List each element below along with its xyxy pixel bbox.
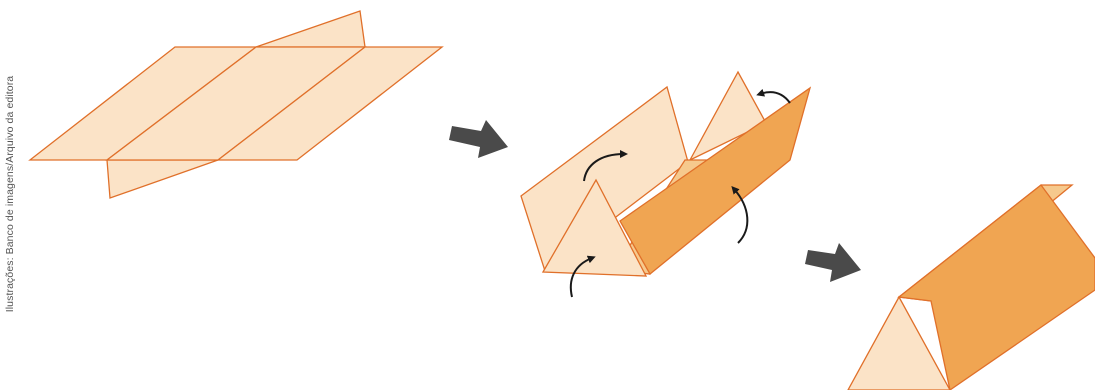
folding-net: [520, 70, 812, 298]
net-triangle-bottom: [106, 159, 219, 199]
prism-side-face: [897, 184, 1095, 390]
net-triangle-top: [255, 10, 366, 48]
net-face-3: [216, 46, 444, 161]
step-arrow-2: [805, 243, 861, 282]
curved-arrow-right: [731, 186, 749, 244]
curved-arrow-top-right: [756, 88, 791, 104]
triangular-prism: [847, 184, 1095, 390]
prism-front-triangle: [847, 295, 951, 390]
curved-arrow-lower-left: [569, 255, 596, 298]
fold-triangle-front: [541, 178, 648, 277]
fold-triangle-back: [688, 70, 767, 162]
curved-arrow-upper-left: [583, 150, 628, 182]
step-arrow-1: [449, 120, 508, 158]
fold-wall-right: [619, 86, 812, 275]
flat-net: [28, 10, 444, 199]
